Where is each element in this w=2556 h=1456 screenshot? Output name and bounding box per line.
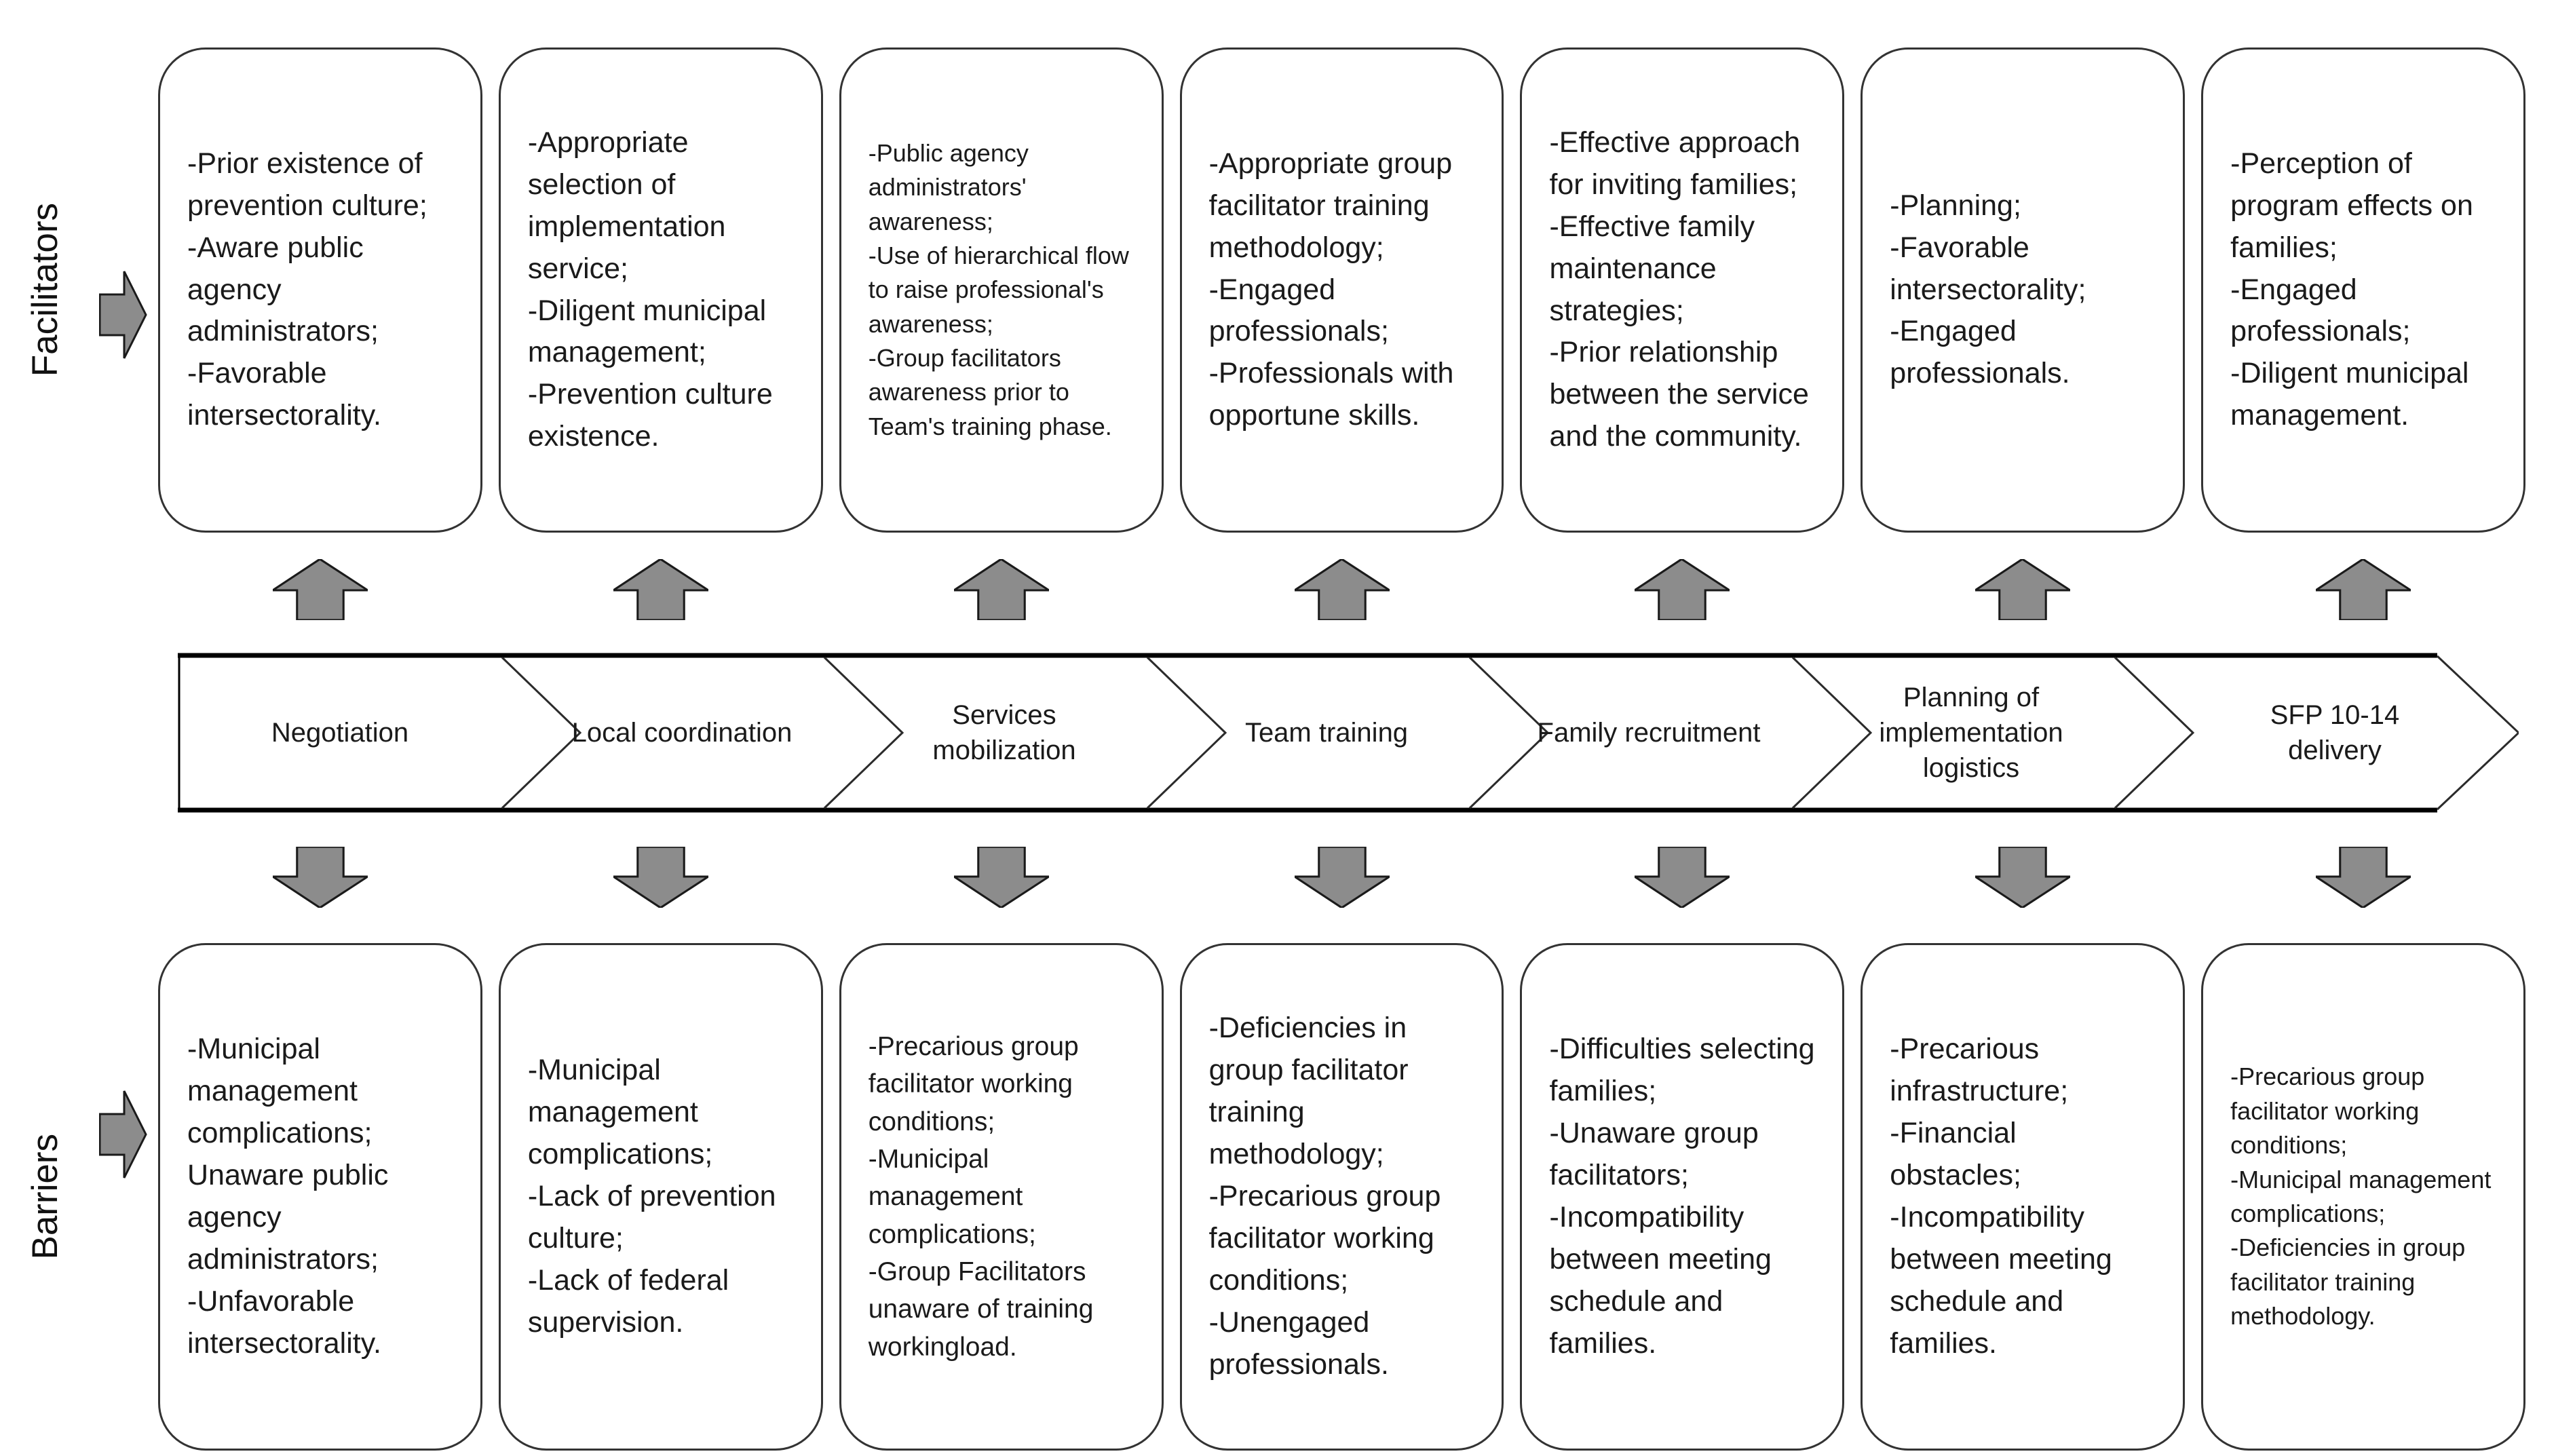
facilitator-item: -Professionals with opportune skills. bbox=[1208, 357, 1454, 432]
down-arrow-icon bbox=[1635, 847, 1730, 908]
phase-segment-planning-implementation-logistics: Planning of implementation logistics bbox=[1791, 653, 2114, 813]
barrier-box-local-coordination: -Municipal management complications; -La… bbox=[498, 943, 823, 1451]
phase-segment-local-coordination: Local coordination bbox=[502, 653, 824, 813]
facilitator-box-team-training: -Appropriate group facilitator training … bbox=[1179, 47, 1504, 533]
facilitator-box-services-mobilization: -Public agency administrators' awareness… bbox=[839, 47, 1164, 533]
phase-segment-team-training: Team training bbox=[1147, 653, 1469, 813]
facilitator-item: -Use of hierarchical flow to raise profe… bbox=[868, 241, 1129, 338]
phase-label: Planning of implementation logistics bbox=[1879, 683, 2063, 783]
up-arrow-icon bbox=[272, 559, 368, 620]
facilitator-box-local-coordination: -Appropriate selection of implementation… bbox=[498, 47, 823, 533]
phase-segment-negotiation: Negotiation bbox=[178, 653, 502, 813]
process-band-outline bbox=[178, 653, 2519, 813]
barrier-item: -Incompatibility between meeting schedul… bbox=[1890, 1201, 2112, 1360]
barrier-box-planning-implementation-logistics: -Precarious infrastructure; -Financial o… bbox=[1861, 943, 2186, 1451]
phase-label: Team training bbox=[1244, 718, 1409, 748]
phase-segment-family-recruitment: Family recruitment bbox=[1469, 653, 1791, 813]
facilitator-item: -Engaged professionals; bbox=[1208, 273, 1389, 348]
down-arrow-icon bbox=[1294, 847, 1390, 908]
facilitator-box-family-recruitment: -Effective approach for inviting familie… bbox=[1520, 47, 1845, 533]
phase-label: Negotiation bbox=[271, 718, 409, 748]
up-arrow-icon bbox=[613, 559, 708, 620]
barrier-item: -Deficiencies in group facilitator train… bbox=[1208, 1012, 1409, 1171]
barrier-item: -Municipal management complications; bbox=[527, 1054, 713, 1171]
facilitator-item: -Effective approach for inviting familie… bbox=[1549, 126, 1801, 201]
barrier-item: -Incompatibility between meeting schedul… bbox=[1549, 1201, 1772, 1360]
barrier-item: -Deficiencies in group facilitator train… bbox=[2230, 1233, 2466, 1330]
down-arrow-icon bbox=[272, 847, 368, 908]
barrier-item: -Municipal management complications; bbox=[187, 1033, 373, 1150]
barrier-box-sfp-delivery: -Precarious group facilitator working co… bbox=[2201, 943, 2526, 1451]
facilitator-item: -Perception of program effects on famili… bbox=[2230, 147, 2473, 264]
facilitator-item: -Group facilitators awareness prior to T… bbox=[868, 344, 1112, 440]
process-band: Negotiation Local coordination Services … bbox=[178, 653, 2519, 813]
facilitator-item: -Public agency administrators' awareness… bbox=[868, 138, 1029, 235]
barrier-item: -Group Facilitators unaware of training … bbox=[868, 1257, 1094, 1362]
facilitator-item: -Effective family maintenance strategies… bbox=[1549, 210, 1755, 327]
barrier-box-team-training: -Deficiencies in group facilitator train… bbox=[1179, 943, 1504, 1451]
barrier-box-family-recruitment: -Difficulties selecting families; -Unawa… bbox=[1520, 943, 1845, 1451]
barrier-item: -Municipal management complications; bbox=[868, 1144, 1036, 1249]
phase-label: Services mobilization bbox=[932, 700, 1076, 765]
facilitator-item: -Engaged professionals. bbox=[1890, 315, 2070, 390]
phase-label: Local coordination bbox=[571, 718, 793, 748]
barrier-item: -Unaware group facilitators; bbox=[1549, 1117, 1759, 1192]
barrier-item: -Financial obstacles; bbox=[1890, 1117, 2021, 1192]
barrier-item: -Precarious infrastructure; bbox=[1890, 1033, 2069, 1108]
barrier-item: -Municipal management complications; bbox=[2230, 1165, 2492, 1227]
up-arrow-icon bbox=[1294, 559, 1390, 620]
facilitator-item: -Favorable intersectorality; bbox=[1890, 231, 2086, 306]
down-arrows-row bbox=[158, 847, 2525, 909]
barrier-item: Unaware public agency administrators; bbox=[187, 1159, 389, 1276]
facilitators-row: -Prior existence of prevention culture; … bbox=[158, 47, 2526, 533]
phase-label: SFP 10-14 delivery bbox=[2270, 700, 2400, 765]
down-arrow-icon bbox=[613, 847, 708, 908]
facilitator-item: -Appropriate group facilitator training … bbox=[1208, 147, 1453, 264]
down-arrow-icon bbox=[1975, 847, 2071, 908]
barriers-label: Barriers bbox=[9, 943, 80, 1451]
up-arrow-icon bbox=[1975, 559, 2071, 620]
barrier-item: -Precarious group facilitator working co… bbox=[1208, 1180, 1441, 1297]
facilitator-box-sfp-delivery: -Perception of program effects on famili… bbox=[2201, 47, 2526, 533]
barriers-right-arrow-icon bbox=[99, 1090, 147, 1179]
facilitator-item: -Aware public agency administrators; bbox=[187, 231, 379, 348]
phase-segment-services-mobilization: Services mobilization bbox=[824, 653, 1147, 813]
barrier-item: -Precarious group facilitator working co… bbox=[868, 1031, 1079, 1136]
facilitator-box-planning-implementation-logistics: -Planning; -Favorable intersectorality; … bbox=[1861, 47, 2186, 533]
facilitators-label-text: Facilitators bbox=[24, 203, 65, 377]
down-arrow-icon bbox=[953, 847, 1049, 908]
barrier-item: -Unfavorable intersectorality. bbox=[187, 1284, 381, 1360]
facilitator-item: -Engaged professionals; bbox=[2230, 273, 2411, 348]
barrier-box-services-mobilization: -Precarious group facilitator working co… bbox=[839, 943, 1164, 1451]
process-band-labels: Negotiation Local coordination Services … bbox=[178, 653, 2519, 813]
barrier-item: -Difficulties selecting families; bbox=[1549, 1033, 1815, 1108]
barriers-row: -Municipal management complications; Una… bbox=[158, 943, 2526, 1451]
down-arrow-icon bbox=[2316, 847, 2411, 908]
facilitators-right-arrow-icon bbox=[99, 271, 147, 359]
facilitator-item: -Appropriate selection of implementation… bbox=[527, 126, 726, 285]
barrier-item: -Precarious group facilitator working co… bbox=[2230, 1062, 2425, 1160]
up-arrows-row bbox=[158, 559, 2525, 621]
facilitator-item: -Planning; bbox=[1890, 189, 2021, 222]
facilitator-item: -Diligent municipal management. bbox=[2230, 357, 2469, 432]
phase-label: Family recruitment bbox=[1537, 718, 1761, 748]
up-arrow-icon bbox=[2316, 559, 2411, 620]
up-arrow-icon bbox=[1635, 559, 1730, 620]
facilitator-item: -Diligent municipal management; bbox=[527, 294, 767, 369]
barrier-item: -Lack of federal supervision. bbox=[527, 1263, 729, 1339]
facilitator-item: -Favorable intersectorality. bbox=[187, 357, 381, 432]
phase-segment-sfp-delivery: SFP 10-14 delivery bbox=[2114, 653, 2519, 813]
barrier-item: -Lack of prevention culture; bbox=[527, 1180, 776, 1254]
facilitator-item: -Prevention culture existence. bbox=[527, 378, 773, 453]
barriers-label-text: Barriers bbox=[24, 1134, 65, 1260]
barrier-item: -Unengaged professionals. bbox=[1208, 1305, 1389, 1381]
facilitator-item: -Prior existence of prevention culture; bbox=[187, 147, 427, 222]
facilitator-box-negotiation: -Prior existence of prevention culture; … bbox=[158, 47, 482, 533]
up-arrow-icon bbox=[953, 559, 1049, 620]
facilitator-item: -Prior relationship between the service … bbox=[1549, 336, 1809, 453]
barrier-box-negotiation: -Municipal management complications; Una… bbox=[158, 943, 482, 1451]
facilitators-label: Facilitators bbox=[9, 47, 80, 533]
